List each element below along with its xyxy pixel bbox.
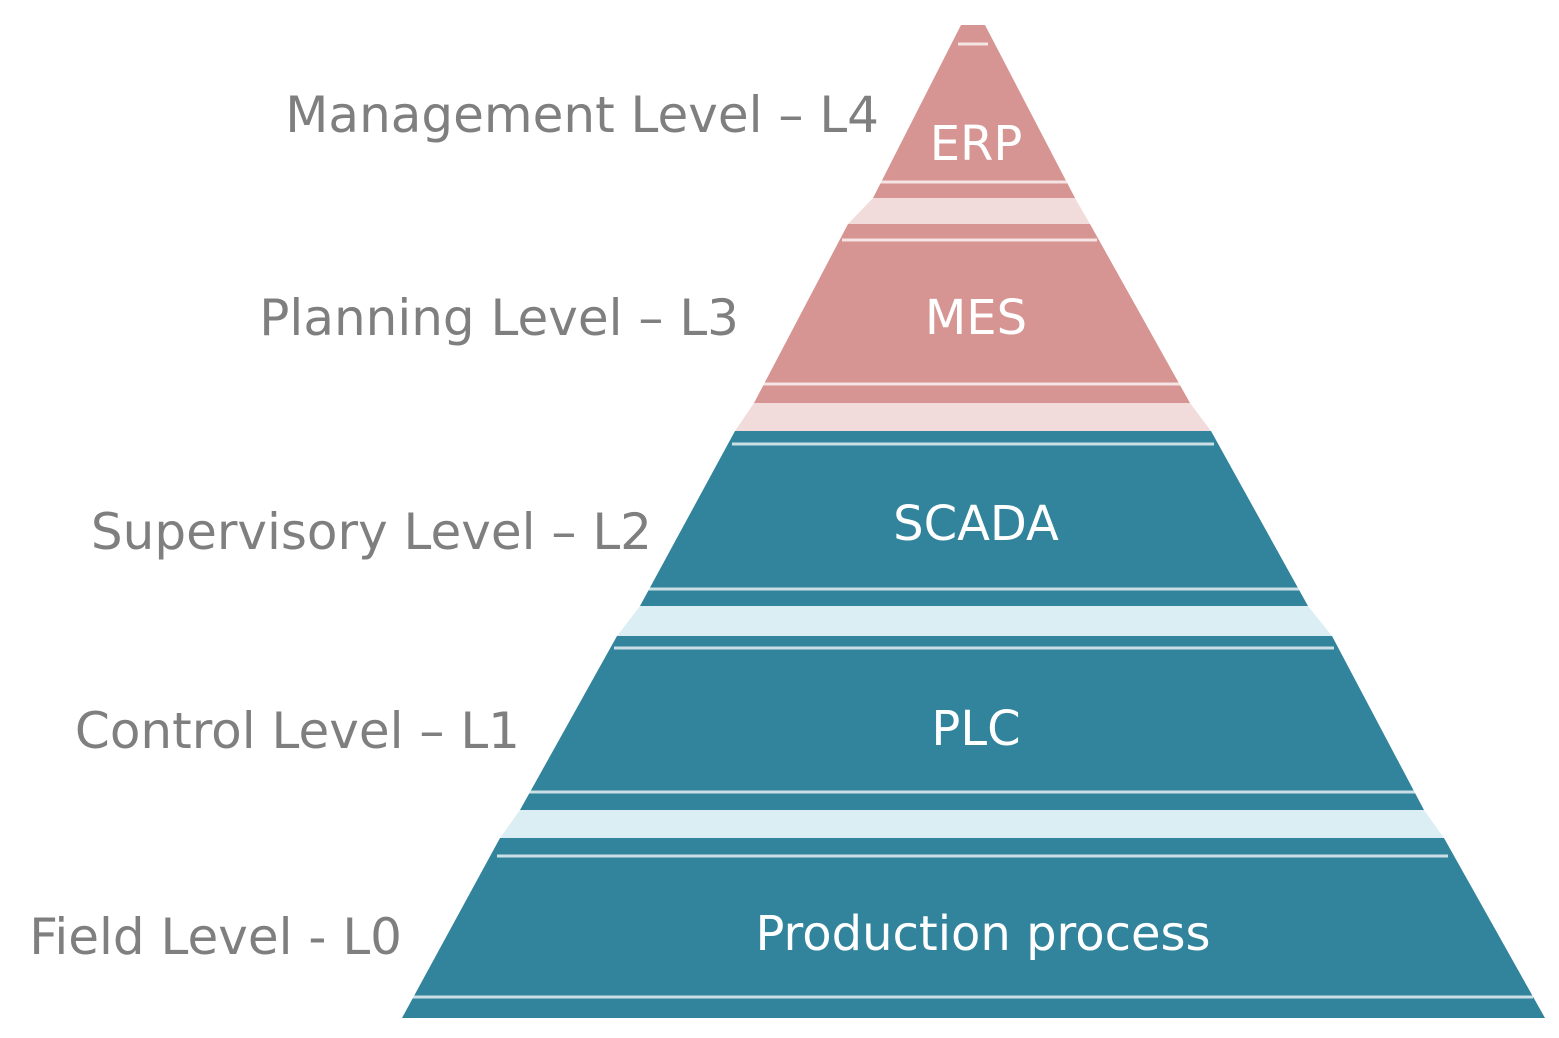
- tier-plc: PLC: [520, 636, 1424, 810]
- tier-erp-shape: [873, 25, 1075, 198]
- level-label-l1: Control Level – L1: [74, 702, 520, 760]
- connector-l2-l1: [617, 606, 1332, 636]
- level-label-l4: Management Level – L4: [285, 86, 879, 144]
- level-label-l0: Field Level - L0: [29, 908, 402, 966]
- tier-production-process-shape: [402, 838, 1545, 1018]
- tier-plc-shape: [520, 636, 1424, 810]
- level-label-l3: Planning Level – L3: [259, 289, 739, 347]
- tier-production-process-text: Production process: [755, 906, 1210, 962]
- tier-erp: ERP: [873, 25, 1075, 198]
- tier-mes: MES: [754, 224, 1190, 403]
- tier-erp-text: ERP: [930, 116, 1023, 172]
- connector-l4-l3: [848, 198, 1090, 224]
- tier-scada-shape: [640, 431, 1308, 606]
- tier-plc-text: PLC: [931, 701, 1020, 757]
- connector-l1-l0: [500, 810, 1444, 838]
- connector-l3-l2: [735, 403, 1211, 431]
- tier-scada: SCADA: [640, 431, 1308, 606]
- tier-mes-text: MES: [925, 290, 1027, 346]
- tier-mes-shape: [754, 224, 1190, 403]
- tier-scada-text: SCADA: [893, 496, 1059, 552]
- tier-production-process: Production process: [402, 838, 1545, 1018]
- level-label-l2: Supervisory Level – L2: [90, 503, 652, 561]
